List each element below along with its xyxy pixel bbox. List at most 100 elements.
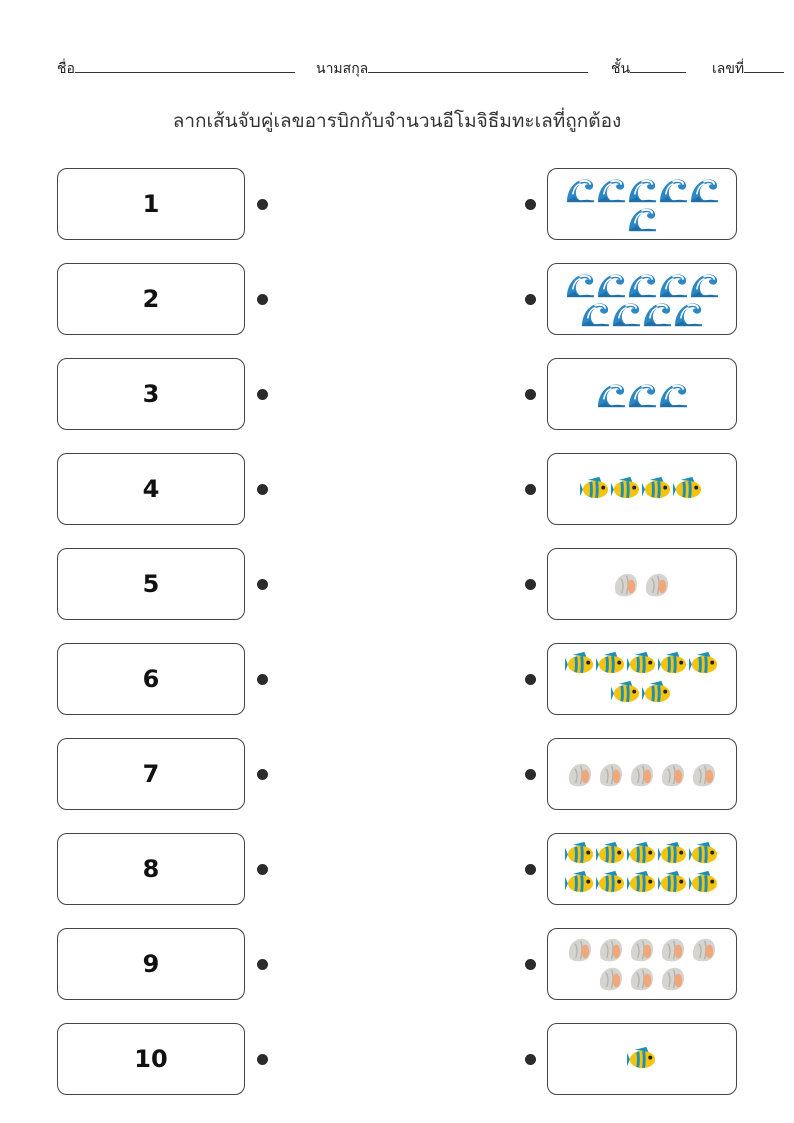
class-line[interactable] bbox=[630, 58, 687, 73]
wave-icon bbox=[627, 175, 658, 204]
left-connector-dot[interactable] bbox=[257, 769, 268, 780]
right-connector-dot[interactable] bbox=[525, 199, 536, 210]
wave-icon bbox=[596, 380, 627, 409]
number-box: 9 bbox=[57, 928, 245, 1000]
wave-icon bbox=[642, 299, 673, 328]
left-connector-dot[interactable] bbox=[257, 389, 268, 400]
number-label: 7 bbox=[142, 760, 160, 788]
fish-icon bbox=[657, 869, 689, 898]
wave-icon bbox=[627, 380, 658, 409]
wave-icon bbox=[673, 299, 704, 328]
fish-icon bbox=[595, 869, 627, 898]
emoji-box bbox=[547, 263, 737, 335]
left-connector-dot[interactable] bbox=[257, 674, 268, 685]
number-box: 5 bbox=[57, 548, 245, 620]
number-box: 3 bbox=[57, 358, 245, 430]
right-connector-dot[interactable] bbox=[525, 959, 536, 970]
name-label: ชื่อ bbox=[57, 61, 75, 77]
fish-icon bbox=[611, 475, 642, 504]
fish-icon bbox=[595, 650, 627, 679]
shell-icon bbox=[627, 935, 658, 964]
left-connector-dot[interactable] bbox=[257, 199, 268, 210]
wave-icon bbox=[596, 175, 627, 204]
number-label: 6 bbox=[142, 665, 160, 693]
wave-icon bbox=[565, 270, 596, 299]
wave-icon bbox=[611, 299, 642, 328]
fish-icon bbox=[657, 840, 689, 869]
right-connector-dot[interactable] bbox=[525, 484, 536, 495]
fish-icon bbox=[688, 869, 720, 898]
number-label: 4 bbox=[142, 475, 160, 503]
number-label: 5 bbox=[142, 570, 160, 598]
fish-icon bbox=[642, 475, 673, 504]
shell-icon bbox=[596, 964, 627, 993]
fish-icon bbox=[564, 650, 596, 679]
emoji-box bbox=[547, 168, 737, 240]
class-field: ชั้น bbox=[611, 58, 687, 80]
right-connector-dot[interactable] bbox=[525, 1054, 536, 1065]
number-label: 1 bbox=[142, 190, 160, 218]
emoji-box bbox=[547, 643, 737, 715]
wave-icon bbox=[689, 270, 720, 299]
shell-icon bbox=[565, 935, 596, 964]
emoji-box bbox=[547, 833, 737, 905]
surname-line[interactable] bbox=[368, 58, 589, 73]
fish-icon bbox=[626, 869, 658, 898]
left-connector-dot[interactable] bbox=[257, 294, 268, 305]
right-connector-dot[interactable] bbox=[525, 769, 536, 780]
wave-icon bbox=[627, 204, 658, 233]
fish-icon bbox=[657, 650, 689, 679]
surname-label: นามสกุล bbox=[316, 61, 369, 77]
wave-icon bbox=[596, 270, 627, 299]
student-number-field: เลขที่ bbox=[712, 58, 785, 80]
emoji-box bbox=[547, 453, 737, 525]
number-box: 10 bbox=[57, 1023, 245, 1095]
wave-icon bbox=[565, 175, 596, 204]
fish-icon bbox=[626, 840, 658, 869]
wave-icon bbox=[580, 299, 611, 328]
shell-icon bbox=[627, 964, 658, 993]
fish-icon bbox=[626, 650, 658, 679]
fish-icon bbox=[611, 679, 642, 708]
emoji-box bbox=[547, 928, 737, 1000]
right-connector-dot[interactable] bbox=[525, 294, 536, 305]
fish-icon bbox=[642, 679, 673, 708]
number-box: 6 bbox=[57, 643, 245, 715]
wave-icon bbox=[658, 175, 689, 204]
shell-icon bbox=[596, 760, 627, 789]
shell-icon bbox=[658, 760, 689, 789]
left-connector-dot[interactable] bbox=[257, 579, 268, 590]
wave-icon bbox=[658, 270, 689, 299]
left-connector-dot[interactable] bbox=[257, 864, 268, 875]
left-connector-dot[interactable] bbox=[257, 484, 268, 495]
number-box: 2 bbox=[57, 263, 245, 335]
shell-icon bbox=[611, 570, 642, 599]
shell-icon bbox=[596, 935, 627, 964]
wave-icon bbox=[689, 175, 720, 204]
left-connector-dot[interactable] bbox=[257, 959, 268, 970]
fish-icon bbox=[580, 475, 611, 504]
name-line[interactable] bbox=[74, 58, 295, 73]
left-connector-dot[interactable] bbox=[257, 1054, 268, 1065]
surname-field: นามสกุล bbox=[316, 58, 589, 80]
student-number-line[interactable] bbox=[744, 58, 785, 73]
class-label: ชั้น bbox=[611, 61, 631, 77]
right-connector-dot[interactable] bbox=[525, 864, 536, 875]
wave-icon bbox=[658, 380, 689, 409]
wave-icon bbox=[627, 270, 658, 299]
number-label: 9 bbox=[142, 950, 160, 978]
right-connector-dot[interactable] bbox=[525, 674, 536, 685]
fish-icon bbox=[626, 1045, 658, 1074]
fish-icon bbox=[673, 475, 704, 504]
right-connector-dot[interactable] bbox=[525, 389, 536, 400]
student-number-label: เลขที่ bbox=[712, 61, 745, 77]
instruction-title: ลากเส้นจับคู่เลขอารบิกกับจำนวนอีโมจิธีมท… bbox=[172, 110, 622, 132]
shell-icon bbox=[658, 964, 689, 993]
emoji-box bbox=[547, 358, 737, 430]
shell-icon bbox=[689, 935, 720, 964]
right-connector-dot[interactable] bbox=[525, 579, 536, 590]
number-box: 4 bbox=[57, 453, 245, 525]
shell-icon bbox=[627, 760, 658, 789]
number-box: 1 bbox=[57, 168, 245, 240]
shell-icon bbox=[658, 935, 689, 964]
